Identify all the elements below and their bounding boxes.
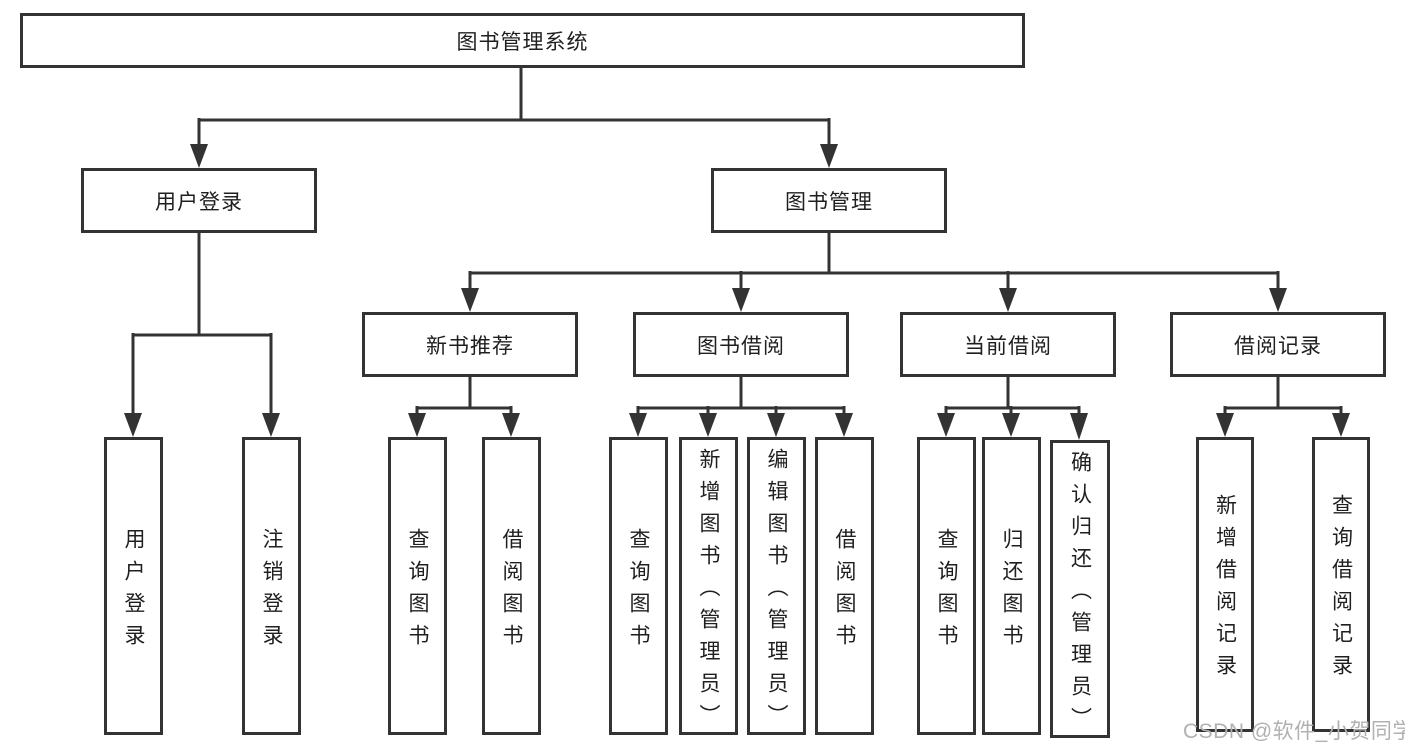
node-logout-action: 注销登录 [242,437,301,735]
node-borrow-books-recommend: 借阅图书 [482,437,541,735]
node-label: 新增借阅记录 [1213,494,1237,686]
node-current-borrowing: 当前借阅 [900,312,1116,377]
node-query-books-recommend: 查询图书 [388,437,447,735]
node-label: 新增图书（管理员） [697,447,721,736]
node-add-books-admin: 新增图书（管理员） [679,437,738,736]
node-new-book-recommend: 新书推荐 [362,312,578,377]
node-user-login-action: 用户登录 [104,437,163,735]
node-book-borrowing: 图书借阅 [633,312,849,377]
node-label: 用户登录 [122,527,146,656]
node-return-books: 归还图书 [982,437,1041,735]
node-query-books-current: 查询图书 [917,437,976,735]
node-borrowing-records: 借阅记录 [1170,312,1386,377]
csdn-watermark: CSDN @软件_小贺同学 [1183,720,1405,743]
node-label: 归还图书 [1000,527,1024,656]
node-label: 查询图书 [935,527,959,656]
node-label: 确认归还（管理员） [1068,450,1092,739]
node-book-management-system: 图书管理系统 [20,13,1025,68]
node-borrow-books-action: 借阅图书 [815,437,874,735]
node-user-login: 用户登录 [81,168,317,233]
node-label: 借阅图书 [833,527,857,656]
node-query-borrow-record: 查询借阅记录 [1312,437,1370,732]
node-book-management: 图书管理 [711,168,947,233]
node-label: 查询图书 [406,527,430,656]
node-confirm-return-admin: 确认归还（管理员） [1050,440,1110,739]
node-label: 查询借阅记录 [1329,494,1353,686]
node-edit-books-admin: 编辑图书（管理员） [747,437,806,736]
node-label: 编辑图书（管理员） [765,447,789,736]
node-label: 查询图书 [627,527,651,656]
node-add-borrow-record: 新增借阅记录 [1196,437,1254,732]
node-label: 注销登录 [260,527,284,656]
node-query-books-borrow: 查询图书 [609,437,668,735]
node-label: 借阅图书 [500,527,524,656]
